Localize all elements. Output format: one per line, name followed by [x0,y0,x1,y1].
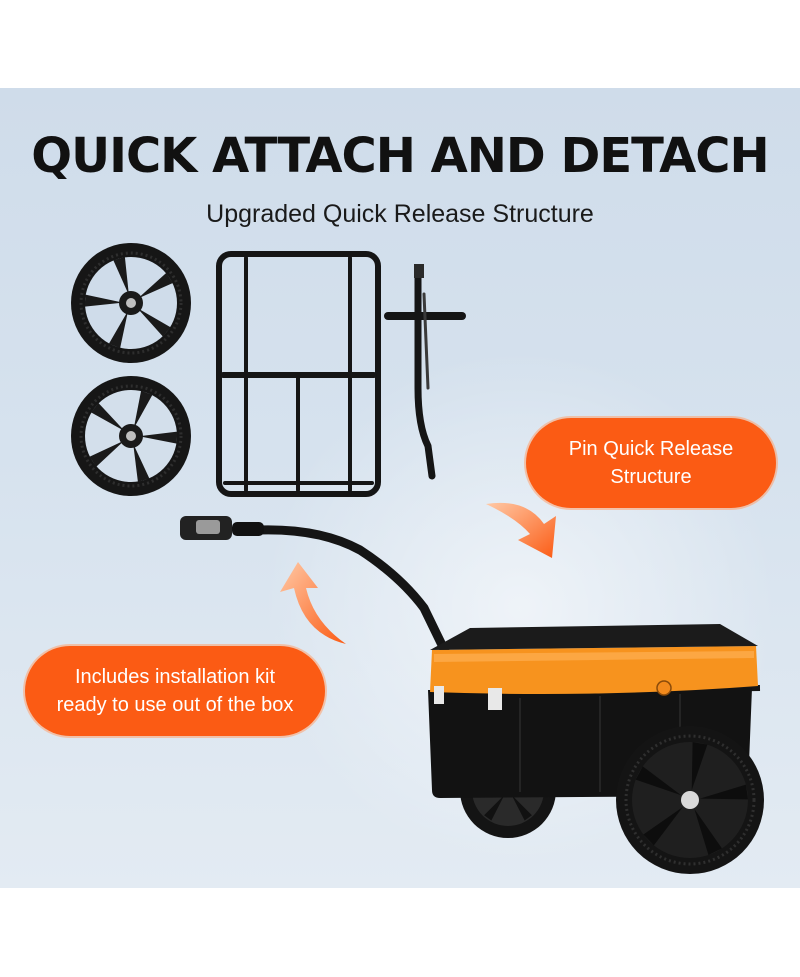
product-illustration [71,243,764,874]
curved-arrow-icon [280,562,346,644]
wheel-icon [71,376,191,496]
hitch-arm-icon [384,264,466,480]
hitch-arm-icon [180,516,475,733]
curved-arrow-icon [486,502,556,558]
pin-release-callout-line-1: Pin Quick Release [568,438,734,460]
product-image-panel: QUICK ATTACH AND DETACH Upgraded Quick R… [0,88,800,888]
pin-release-callout: Pin Quick Release Structure [526,418,776,508]
trailer-icon [428,624,764,874]
installation-kit-callout-line-2: ready to use out of the box [56,694,294,716]
rack-frame-icon [216,251,381,497]
wheel-icon [71,243,191,363]
subheadline: Upgraded Quick Release Structure [206,200,594,228]
installation-kit-callout: Includes installation kit ready to use o… [25,646,325,736]
headline: QUICK ATTACH AND DETACH [31,128,769,184]
pin-release-callout-line-2: Structure [610,466,692,488]
installation-kit-callout-line-1: Includes installation kit [74,666,276,688]
